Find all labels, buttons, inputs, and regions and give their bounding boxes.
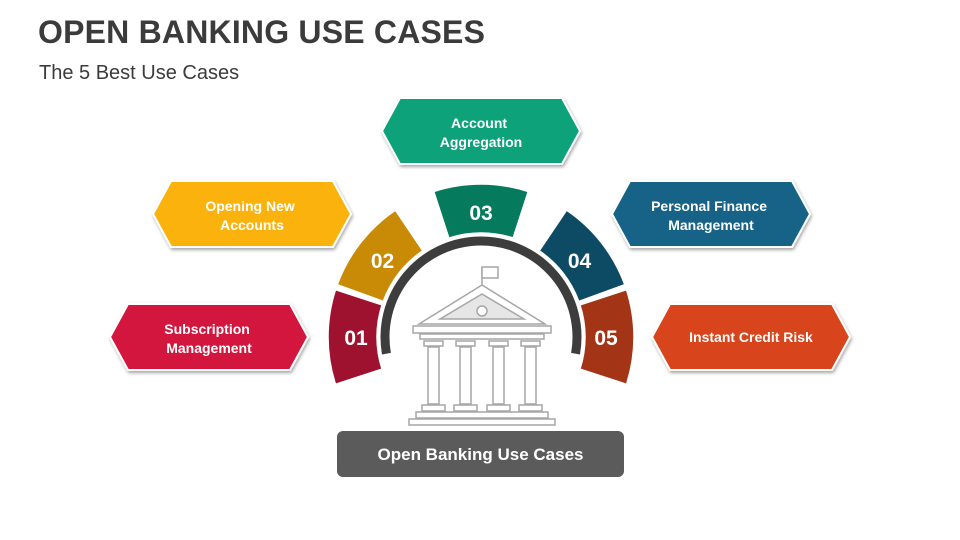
use-case-card-02: Opening New Accounts bbox=[151, 180, 353, 248]
card-hexagon bbox=[380, 97, 582, 165]
card-hexagon bbox=[108, 303, 310, 371]
card-label-line: Aggregation bbox=[440, 134, 522, 150]
number-segment-02 bbox=[336, 209, 424, 303]
segment-number-01: 01 bbox=[344, 327, 368, 350]
card-label: Opening New Accounts bbox=[205, 198, 298, 233]
center-ring bbox=[380, 236, 582, 355]
use-case-card-01: Subscription Management bbox=[108, 303, 310, 371]
center-label-box bbox=[337, 431, 624, 477]
card-label: Instant Credit Risk bbox=[689, 329, 813, 345]
number-segment-03 bbox=[432, 183, 530, 240]
card-label-line: Management bbox=[668, 217, 754, 233]
card-label-line: Opening New bbox=[205, 198, 295, 214]
card-hexagon bbox=[610, 180, 812, 248]
use-case-card-05: Instant Credit Risk bbox=[650, 303, 852, 371]
number-segment-04 bbox=[538, 209, 626, 303]
segment-number-05: 05 bbox=[594, 327, 618, 350]
card-hexagon bbox=[650, 303, 852, 371]
card-hexagon bbox=[151, 180, 353, 248]
use-case-card-04: Personal Finance Management bbox=[610, 180, 812, 248]
center-label: Open Banking Use Cases bbox=[337, 431, 624, 477]
center-label-text: Open Banking Use Cases bbox=[378, 445, 584, 464]
number-segment-01 bbox=[327, 288, 384, 386]
page-subtitle: The 5 Best Use Cases bbox=[39, 62, 240, 84]
card-label-line: Account bbox=[451, 115, 507, 131]
segment-number-02: 02 bbox=[371, 250, 394, 273]
page-title: OPEN BANKING USE CASES bbox=[38, 14, 486, 50]
card-label-line: Instant Credit Risk bbox=[689, 329, 813, 345]
card-label-line: Subscription bbox=[164, 321, 250, 337]
use-case-card-03: Account Aggregation bbox=[380, 97, 582, 165]
card-label: Personal Finance Management bbox=[651, 198, 771, 233]
card-label-line: Personal Finance bbox=[651, 198, 767, 214]
number-segments: 01 02 03 04 05 bbox=[327, 183, 635, 386]
card-label: Subscription Management bbox=[164, 321, 253, 356]
number-segment-05 bbox=[578, 288, 635, 386]
card-label-line: Management bbox=[166, 340, 252, 356]
card-label: Account Aggregation bbox=[440, 115, 522, 150]
segment-number-03: 03 bbox=[469, 202, 492, 225]
segment-number-04: 04 bbox=[568, 250, 592, 273]
bank-building-icon bbox=[408, 266, 556, 426]
card-label-line: Accounts bbox=[220, 217, 284, 233]
